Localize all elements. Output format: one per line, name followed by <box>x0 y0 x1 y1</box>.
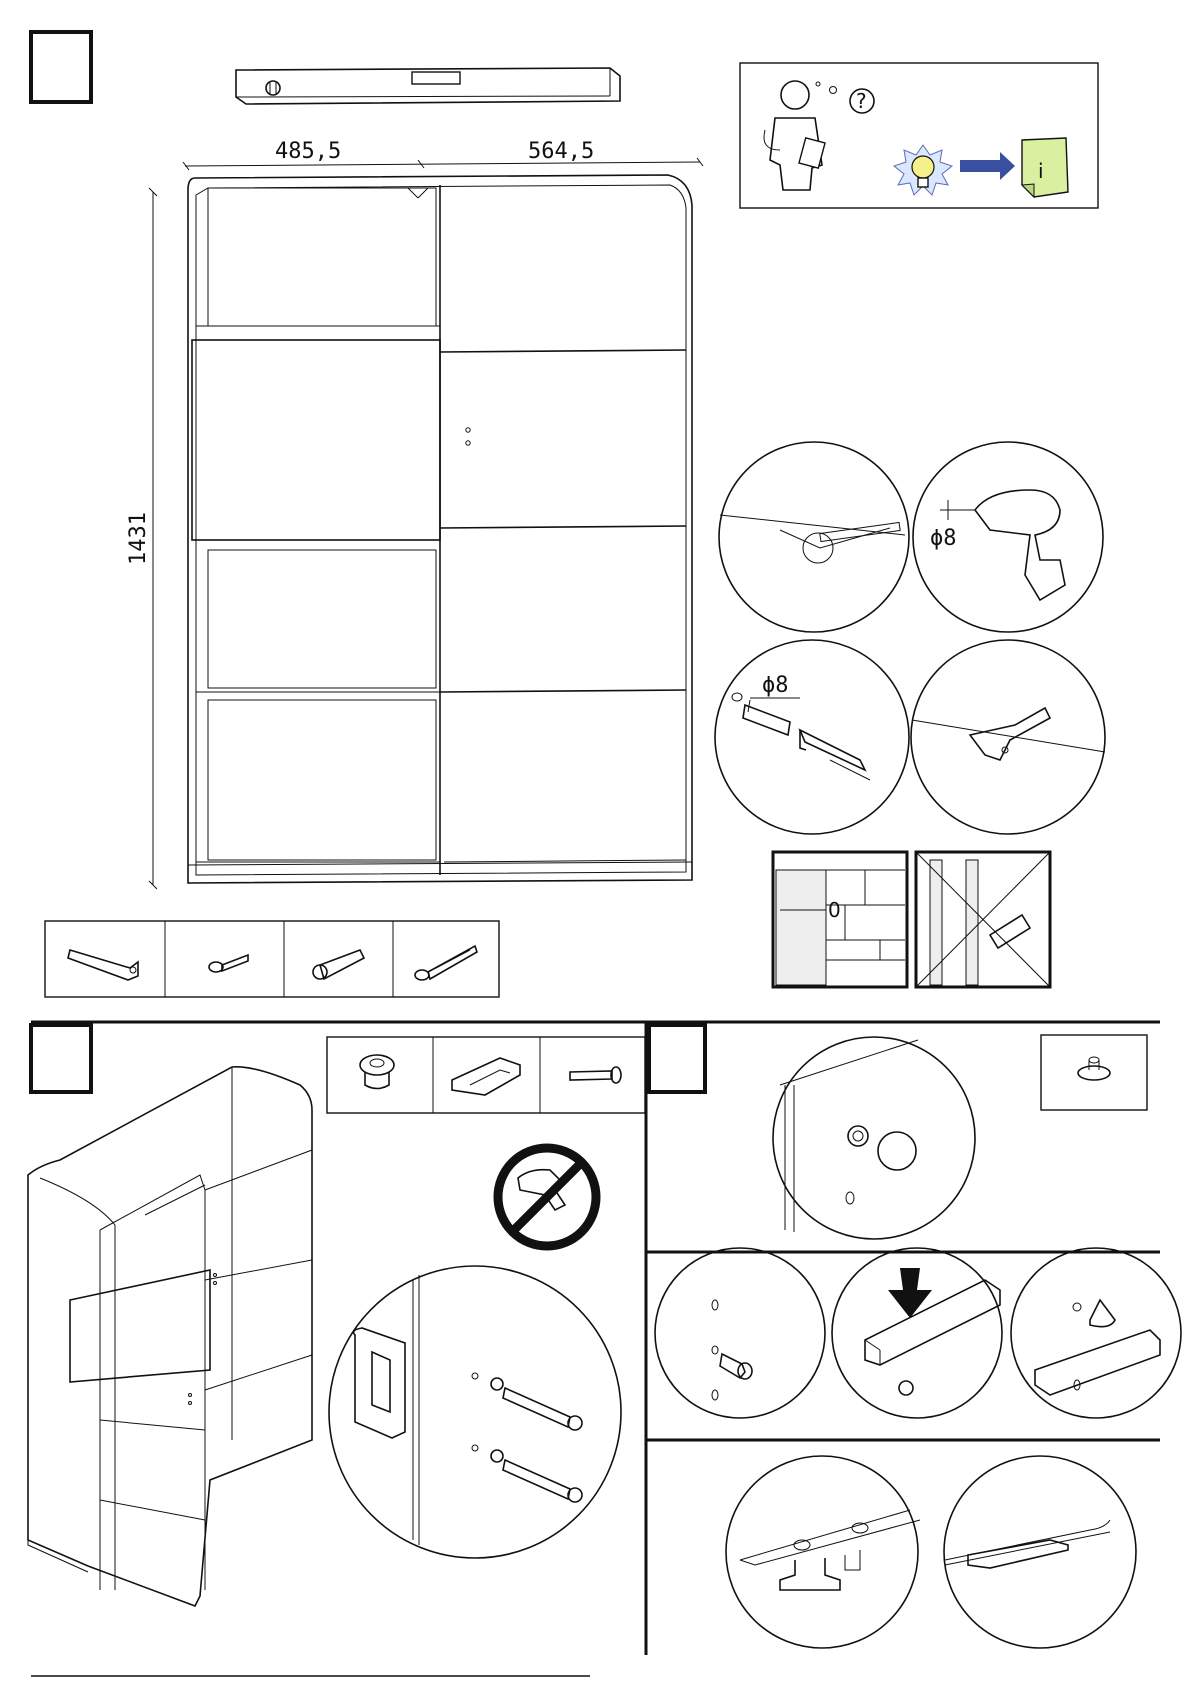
wardrobe-3d-view <box>28 1067 312 1606</box>
detail-circle-finished <box>1011 1248 1181 1418</box>
width-left-label: 485,5 <box>275 139 341 164</box>
wall-label: 0 <box>828 898 841 922</box>
step-box-1 <box>31 32 91 102</box>
wall-detail-solid: 0 <box>773 852 907 987</box>
detail-circle-bracket-parts: ϕ8 <box>715 640 909 834</box>
detail-circle-pin <box>655 1248 825 1418</box>
detail-circle-drill: ϕ8 <box>913 442 1103 632</box>
detail-circle-cap <box>773 1037 975 1239</box>
detail-circle-handle <box>329 1266 621 1558</box>
detail-circle-base-left <box>726 1456 920 1648</box>
detail-circle-base-right <box>944 1456 1136 1648</box>
info-document-icon: i <box>1022 138 1068 197</box>
info-symbol: i <box>1038 159 1044 183</box>
step-box-2 <box>31 1025 91 1092</box>
detail-circle-bracket-mounted <box>911 640 1105 834</box>
dimension-height: 1431 <box>126 188 157 889</box>
question-mark: ? <box>856 89 867 113</box>
wardrobe-front-view <box>188 175 692 883</box>
hardware-strip-3 <box>1041 1035 1147 1110</box>
spirit-level-icon <box>236 68 620 104</box>
wall-detail-hollow <box>916 852 1050 987</box>
drill-diameter-label: ϕ8 <box>930 526 957 551</box>
plug-diameter-label: ϕ8 <box>762 673 789 698</box>
height-label: 1431 <box>126 512 151 565</box>
dimension-width: 485,5 564,5 <box>183 139 703 170</box>
no-drill-icon <box>498 1148 596 1246</box>
step-box-3 <box>649 1025 705 1092</box>
detail-circle-press <box>832 1248 1002 1418</box>
detail-circle-level <box>719 442 909 632</box>
hardware-strip-1 <box>45 921 499 997</box>
drill-icon <box>940 490 1065 600</box>
width-right-label: 564,5 <box>528 139 594 164</box>
hardware-strip-2 <box>327 1037 645 1113</box>
screw-pair <box>472 1373 582 1502</box>
info-box: ? i <box>740 63 1098 208</box>
